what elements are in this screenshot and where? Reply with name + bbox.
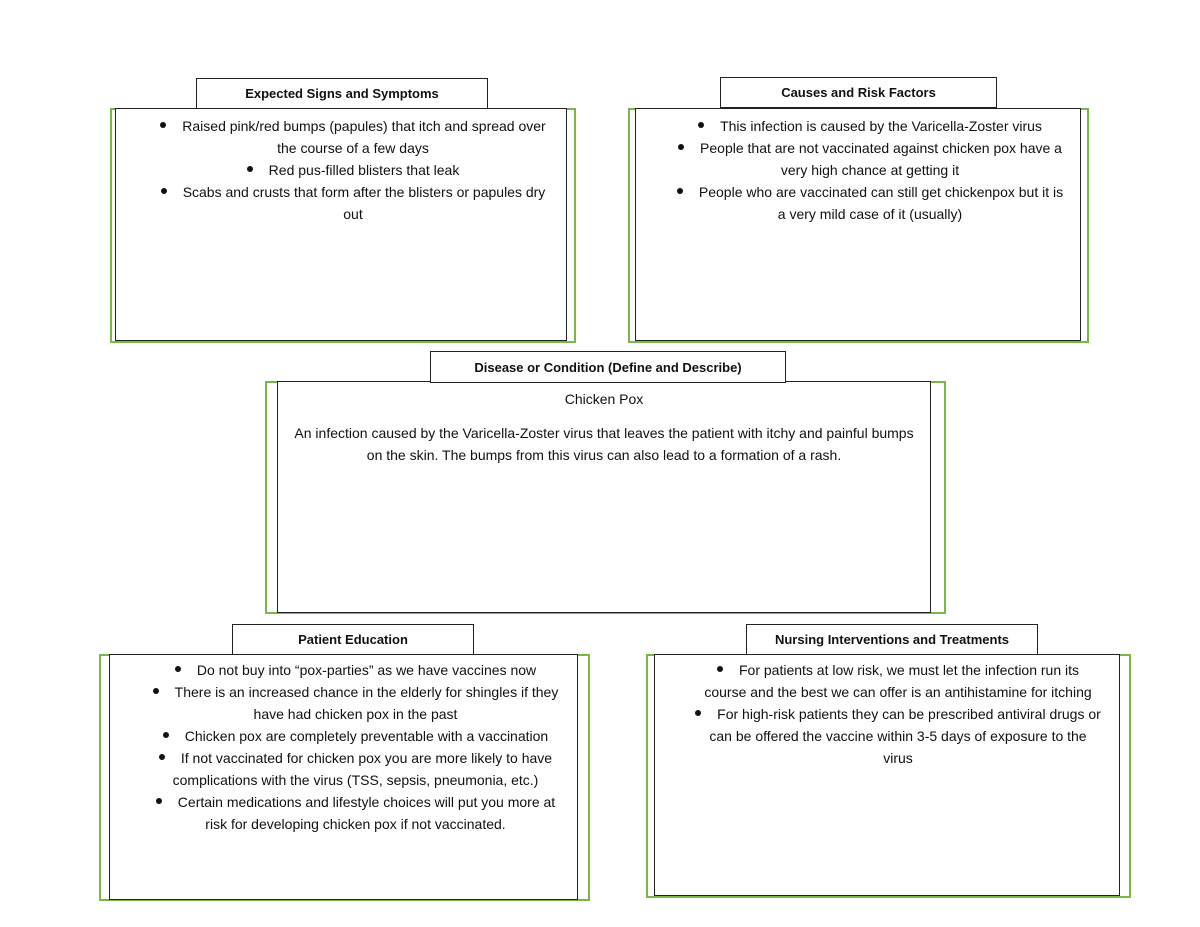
causes-title: Causes and Risk Factors [720,77,997,108]
education-box: Do not buy into “pox-parties” as we have… [109,654,578,900]
bullet-icon [246,166,253,173]
nursing-item: For high-risk patients they can be presc… [695,703,1101,769]
nursing-box: For patients at low risk, we must let th… [654,654,1120,896]
bullet-icon [152,688,159,695]
bullet-icon [695,710,702,717]
bullet-icon [155,798,162,805]
causes-item: This infection is caused by the Varicell… [674,115,1066,137]
education-item: Certain medications and lifestyle choice… [148,791,563,835]
bullet-icon [676,188,683,195]
disease-description: An infection caused by the Varicella-Zos… [294,425,914,463]
nursing-item: For patients at low risk, we must let th… [704,662,1092,700]
signs-list: Raised pink/red bumps (papules) that itc… [154,115,552,225]
bullet-icon [160,122,167,129]
signs-item: Raised pink/red bumps (papules) that itc… [154,115,552,159]
nursing-title: Nursing Interventions and Treatments [746,624,1038,655]
nursing-list: For patients at low risk, we must let th… [695,659,1101,769]
disease-name: Chicken Pox [564,391,644,407]
signs-title: Expected Signs and Symptoms [196,78,488,109]
education-item: If not vaccinated for chicken pox you ar… [148,747,563,791]
bullet-icon [162,732,169,739]
education-item: Do not buy into “pox-parties” as we have… [148,659,563,681]
bullet-icon [716,666,723,673]
disease-title: Disease or Condition (Define and Describ… [430,351,786,383]
bullet-icon [678,144,685,151]
bullet-icon [174,666,181,673]
causes-item: People who are vaccinated can still get … [674,181,1066,225]
causes-list: This infection is caused by the Varicell… [674,115,1066,225]
disease-box: Chicken Pox An infection caused by the V… [277,381,931,613]
education-item: There is an increased chance in the elde… [148,681,563,725]
signs-box: Raised pink/red bumps (papules) that itc… [115,108,567,341]
education-list: Do not buy into “pox-parties” as we have… [148,659,563,835]
causes-box: This infection is caused by the Varicell… [635,108,1081,341]
bullet-icon [698,122,705,129]
education-title: Patient Education [232,624,474,655]
bullet-icon [160,188,167,195]
education-item: Chicken pox are completely preventable w… [148,725,563,747]
signs-item: Scabs and crusts that form after the bli… [154,181,552,225]
signs-item: Red pus-filled blisters that leak [154,159,552,181]
bullet-icon [158,754,165,761]
causes-item: People that are not vaccinated against c… [674,137,1066,181]
